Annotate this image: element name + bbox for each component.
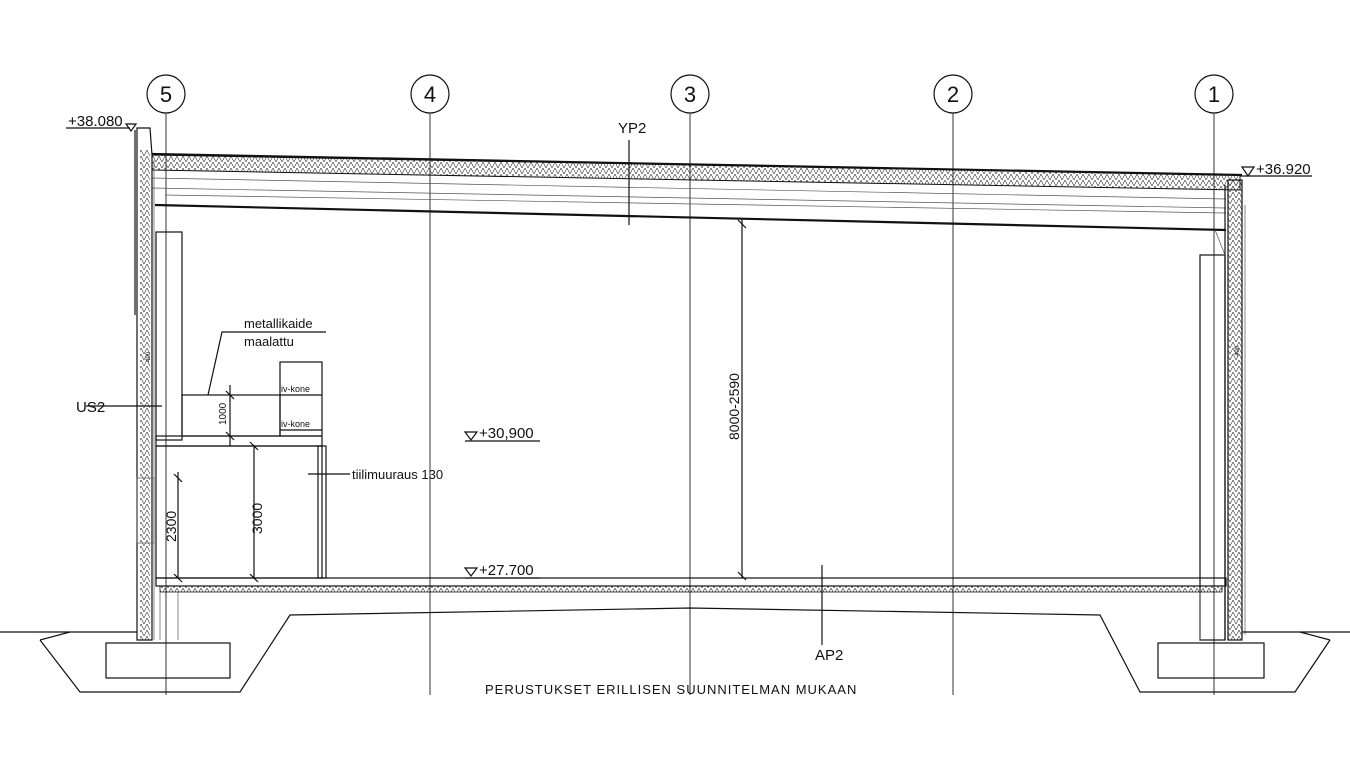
dim-room-height-b: 3000 (249, 503, 265, 534)
label-floor: AP2 (815, 647, 843, 664)
dim-room-height-a: 2300 (163, 511, 179, 542)
axis-label-2: 2 (947, 82, 959, 107)
label-wall-thickness-right: 400 (1235, 345, 1241, 356)
grid-axes (146, 74, 1234, 695)
lower-room (136, 441, 350, 583)
floor-slab (155, 577, 1227, 640)
footing-right (1157, 642, 1265, 679)
dim-hall-height: 8000-2590 (726, 373, 742, 440)
label-masonry: tiilimuuraus 130 (352, 467, 443, 482)
label-unit-upper: iv-kone (281, 384, 310, 394)
label-roof: YP2 (618, 120, 646, 137)
level-top-left: +38.080 (68, 113, 123, 130)
axis-label-4: 4 (424, 82, 436, 107)
label-cladding-1: metallikaide (244, 316, 313, 331)
ground-foundations (0, 607, 1350, 693)
label-wall-thickness-left: 400 (146, 351, 152, 362)
label-cladding-2: maalattu (244, 334, 294, 349)
label-wall: US2 (76, 399, 105, 416)
level-floor: +27.700 (479, 562, 534, 579)
axis-label-3: 3 (684, 82, 696, 107)
grid-axis-3 (670, 74, 710, 695)
foundation-note: PERUSTUKSET ERILLISEN SUUNNITELMAN MUKAA… (485, 682, 857, 697)
axis-label-5: 5 (160, 82, 172, 107)
left-wall (134, 127, 183, 641)
grid-axis-5 (146, 74, 186, 695)
axis-label-1: 1 (1208, 82, 1220, 107)
grid-axis-2 (933, 74, 973, 695)
right-wall (1199, 179, 1246, 641)
level-mid: +30,900 (479, 425, 534, 442)
grid-axis-4 (410, 74, 450, 695)
grid-axis-1 (1194, 74, 1234, 695)
dim-platform-height: 1000 (218, 402, 229, 425)
label-unit-lower: iv-kone (281, 419, 310, 429)
roof-structure (151, 152, 1243, 232)
level-top-right: +36.920 (1256, 161, 1311, 178)
footing-left (105, 642, 231, 679)
